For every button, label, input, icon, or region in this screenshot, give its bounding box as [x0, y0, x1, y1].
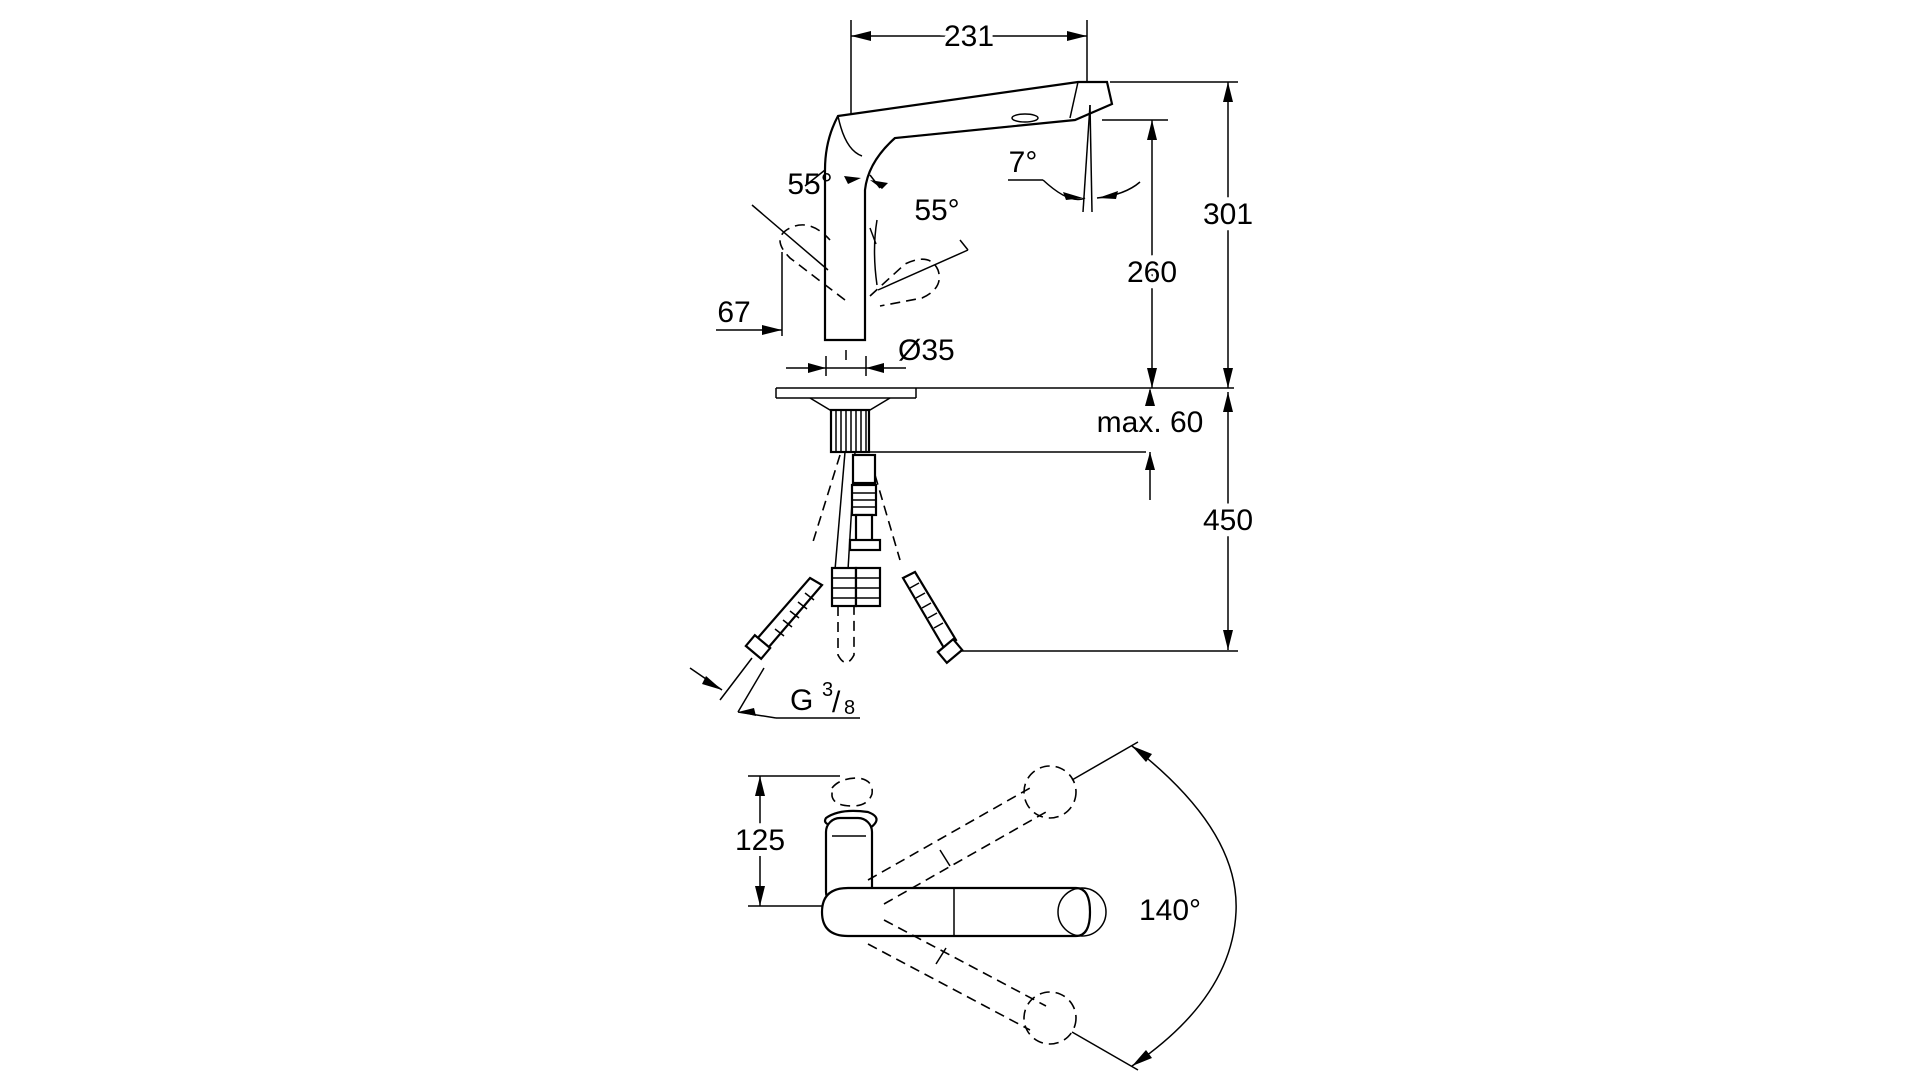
hose-left [719, 576, 824, 713]
label-g-num: 3 [822, 679, 833, 701]
label-dia35: Ø35 [898, 334, 955, 367]
dim-7deg: 7° [1008, 104, 1141, 213]
supply-assembly [811, 451, 901, 664]
lever-top [823, 777, 878, 908]
swivel-ghosts [867, 765, 1077, 1045]
label-231: 231 [944, 20, 994, 53]
label-67: 67 [717, 296, 750, 329]
hose-right [901, 570, 964, 665]
top-view: 125 [729, 741, 1237, 1071]
dim-67: 67 [716, 252, 783, 336]
label-55-left: 55° [787, 168, 832, 201]
side-view: 231 7° [689, 15, 1259, 719]
dim-231: 231 [850, 15, 1088, 116]
label-g-den: 8 [844, 697, 855, 719]
label-301: 301 [1203, 198, 1253, 231]
label-55-right: 55° [914, 194, 959, 227]
label-260: 260 [1127, 256, 1177, 289]
dim-max60: max. 60 [1097, 388, 1204, 500]
label-g: G [790, 684, 813, 717]
label-450: 450 [1203, 504, 1253, 537]
lever-ghosts: 55° 55° [751, 168, 969, 307]
label-max60: max. 60 [1097, 406, 1204, 439]
dim-125: 125 [729, 775, 840, 907]
dim-301: 301 [1110, 81, 1259, 388]
countertop [775, 387, 1234, 454]
label-140deg: 140° [1139, 894, 1201, 927]
label-g-slash: / [832, 686, 841, 719]
dim-450: 450 [955, 392, 1259, 652]
dim-g38: G 3 / 8 [689, 667, 860, 719]
dim-260: 260 [1102, 119, 1183, 388]
thread-hatch [835, 410, 867, 452]
label-125: 125 [735, 824, 785, 857]
dim-140deg: 140° [1071, 741, 1237, 1071]
spout-arm [820, 886, 1107, 938]
label-7deg: 7° [1009, 146, 1038, 179]
spout [823, 80, 1114, 342]
dim-dia35: Ø35 [786, 334, 955, 376]
